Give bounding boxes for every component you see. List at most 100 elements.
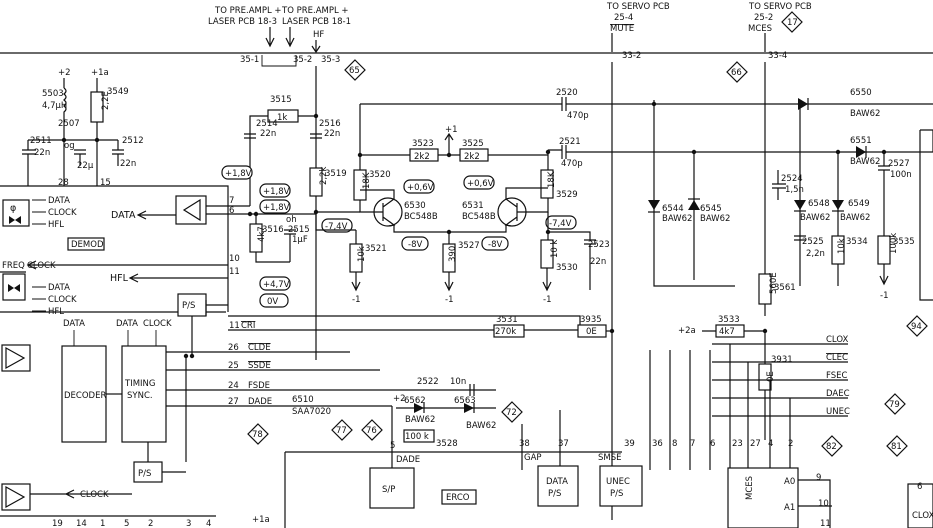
c2524-icon	[772, 170, 786, 200]
r3535-down-arrow	[879, 264, 889, 286]
supply-stubs	[63, 78, 98, 92]
r3534-id: 3534	[846, 237, 868, 247]
r3525-id: 3525	[462, 139, 484, 149]
pin-8: 8	[672, 439, 677, 449]
erco-label: ERCO	[446, 493, 470, 503]
supply-plus1: +1	[445, 125, 458, 135]
c2527-icon	[878, 152, 890, 236]
data-label-2: DATA	[48, 283, 70, 293]
sp-label: S/P	[382, 485, 395, 495]
unec-label: UNEC	[826, 407, 850, 417]
amp-box-1	[1, 344, 31, 372]
pin-7: 7	[229, 196, 234, 206]
pin-11c: 11	[820, 519, 831, 528]
d6551-type: BAW62	[850, 157, 880, 167]
r3561-value: 560E	[769, 272, 779, 294]
d6549-type: BAW62	[840, 213, 870, 223]
q6531-type: BC548B	[462, 212, 496, 222]
connector-33-4: 33-4	[768, 51, 787, 61]
diamond-76: 76	[361, 419, 383, 441]
r3935-value: 0E	[586, 327, 597, 337]
input-filter: +2 +1a 5503 4,7μH 2507 2,2E 3549 2511 22…	[22, 68, 144, 188]
detector-section: 6544 BAW62 6545 BAW62 6550 BAW62 6551 BA…	[611, 62, 933, 520]
hfl-out-label: HFL	[110, 273, 129, 284]
mute-label: MUTE	[610, 24, 634, 34]
svg-text:77: 77	[336, 426, 347, 436]
connector-arrow-hf	[311, 40, 321, 54]
clock-label-2: CLOCK	[48, 295, 77, 305]
svg-text:79: 79	[889, 400, 900, 410]
connector-arrow-2	[285, 27, 295, 48]
c2511-icon	[22, 149, 36, 186]
pin-1: 1	[100, 519, 105, 528]
c2512-id: 2512	[122, 136, 144, 146]
amp-box-2	[1, 483, 31, 511]
svg-text:78: 78	[252, 430, 263, 440]
c2514-icon	[244, 133, 256, 139]
q6530-icon	[370, 198, 396, 227]
svg-text:+0,6V: +0,6V	[407, 183, 434, 193]
diamond-markers: 17 65 66 72 77 76 78 79 81 82 94	[247, 11, 928, 457]
pin-15: 15	[100, 178, 111, 188]
d6550-id: 6550	[850, 88, 872, 98]
volt-9: -8V	[481, 236, 509, 251]
r3549-value: 2,2E	[101, 91, 111, 110]
pin-2b: 2	[788, 439, 793, 449]
svg-text:65: 65	[349, 66, 360, 76]
d6544-icon	[648, 200, 660, 210]
hfl-out-arrow	[128, 273, 228, 283]
mces-vertical-label: MCES	[745, 476, 755, 500]
r3523-id: 3523	[412, 139, 434, 149]
c2521-icon	[548, 145, 933, 159]
volt-10: +4,7V	[259, 276, 291, 291]
q6531-icon	[504, 198, 530, 227]
data-label-4: DATA	[116, 319, 138, 329]
connector-arrow-1	[265, 27, 275, 48]
diamond-94: 94	[906, 315, 928, 337]
diamond-65: 65	[344, 59, 366, 81]
d6545-type: BAW62	[700, 214, 730, 224]
r3527-id: 3527	[458, 241, 480, 251]
pre-ampl-label-2b: LASER PCB 18-1	[282, 17, 351, 27]
c2507-id: 2507	[58, 119, 80, 129]
c2511-value: 22n	[34, 148, 50, 158]
connector-35-1: 35-1	[240, 55, 259, 65]
c2521-value: 470p	[561, 159, 583, 169]
erco-box	[441, 489, 477, 505]
diamond-79: 79	[884, 393, 906, 415]
c2524-id: 2524	[781, 174, 803, 184]
c2522-value: 10n	[450, 377, 466, 387]
buffer-triangle-icon	[182, 198, 201, 222]
clox-label-2: CLOX	[912, 511, 933, 521]
pin-3: 3	[186, 519, 191, 528]
q6531-id: 6531	[462, 201, 484, 211]
l5503-value: 4,7μH	[42, 101, 67, 111]
servo-label-2b: 25-2	[754, 13, 773, 23]
supply-minus1-c: -1	[543, 295, 551, 305]
supply-plus1a-b: +1a	[252, 515, 270, 525]
hf-to-base	[315, 211, 360, 231]
d6551-icon	[856, 146, 866, 158]
c2523-id: 2523	[588, 240, 610, 250]
unec-ps-box	[599, 465, 643, 507]
supply-plus2a: +2a	[678, 326, 696, 336]
r3534-body	[831, 235, 845, 265]
timing-label-2: SYNC.	[127, 391, 153, 401]
svg-text:+1,8V: +1,8V	[225, 169, 252, 179]
phi-diode-icon	[9, 216, 21, 224]
r3534-value: 10k	[837, 238, 847, 254]
d6545-icon	[688, 200, 700, 210]
pin-7b: 7	[690, 439, 695, 449]
demod-label-box	[67, 237, 105, 251]
d6563-type: BAW62	[466, 421, 496, 431]
c2520-icon	[561, 97, 933, 111]
c2515-value: 1μF	[292, 235, 308, 245]
svg-text:+1,8V: +1,8V	[263, 187, 290, 197]
diamond-78: 78	[247, 423, 269, 445]
pre-ampl-label-1b: LASER PCB 18-3	[208, 17, 277, 27]
ssde-label: SSDE	[248, 361, 271, 371]
d6548-id: 6548	[808, 199, 830, 209]
ic6510-id: 6510	[292, 395, 314, 405]
pin-10: 10	[229, 254, 240, 264]
c2521-id: 2521	[559, 137, 581, 147]
